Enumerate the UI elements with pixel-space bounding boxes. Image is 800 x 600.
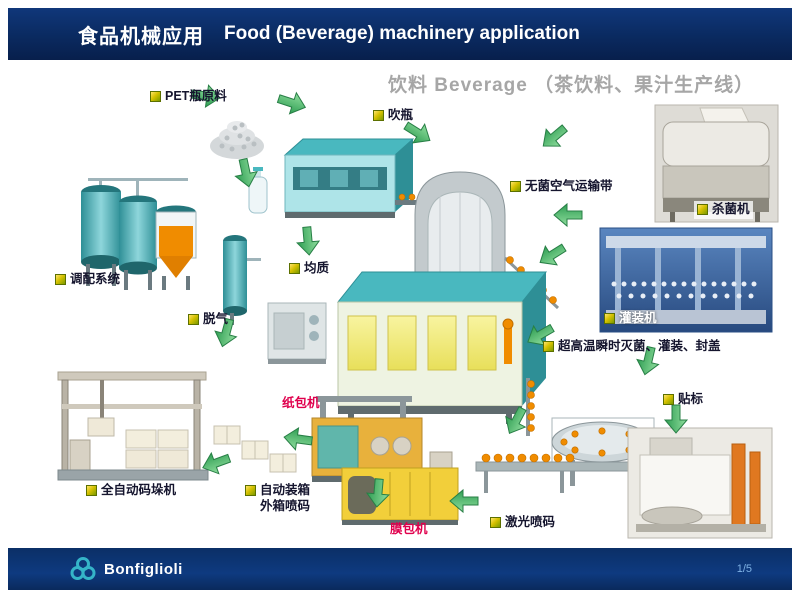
bullet-icon xyxy=(188,314,199,325)
label-carton-packer: 纸包机 xyxy=(282,396,320,410)
page-title-en: Food (Beverage) machinery application xyxy=(224,23,580,44)
brand-name: Bonfiglioli xyxy=(104,560,183,578)
label-pet-material: PET瓶原料 xyxy=(150,89,227,105)
slide-footer: Bonfiglioli 1/5 xyxy=(8,548,792,590)
label-labeling: 贴标 xyxy=(663,392,703,408)
homogenizer-illustration xyxy=(267,302,327,364)
label-blow-molding: 吹瓶 xyxy=(373,108,413,124)
page-title-zh: 食品机械应用 xyxy=(78,25,204,48)
photo-filler xyxy=(599,227,773,333)
bullet-icon xyxy=(697,204,708,215)
label-auto-boxing-coding: 自动装箱 外箱喷码 xyxy=(245,483,310,514)
page-number: 1/5 xyxy=(736,563,752,575)
bullet-icon xyxy=(510,181,521,192)
uht-tunnel-illustration xyxy=(336,271,548,424)
bullet-icon xyxy=(373,110,384,121)
blow-molder-illustration xyxy=(283,138,473,218)
bullet-icon xyxy=(289,263,300,274)
mixing-tanks-illustration xyxy=(81,178,197,290)
photo-labeler xyxy=(627,427,773,539)
bullet-icon xyxy=(245,485,256,496)
film-wrapper-illustration xyxy=(341,451,459,525)
caption-sterilizer: 杀菌机 xyxy=(694,201,753,219)
label-sterile-air-conveyor: 无菌空气运输带 xyxy=(510,179,613,195)
label-uht-filling-capping: 超高温瞬时灭菌、灌装、封盖 xyxy=(543,339,721,355)
bonfiglioli-logo-icon xyxy=(70,557,96,580)
diagram-subtitle: 饮料 Beverage （茶饮料、果汁生产线） xyxy=(388,75,755,96)
label-blending-system: 调配系统 xyxy=(55,272,120,288)
bullet-icon xyxy=(55,274,66,285)
palletizer-illustration xyxy=(57,371,209,481)
pet-pellets-illustration xyxy=(210,121,264,159)
label-degassing: 脱气 xyxy=(188,312,228,328)
slide-header: 食品机械应用 Food (Beverage) machinery applica… xyxy=(8,8,792,60)
label-film-wrapper: 膜包机 xyxy=(390,522,428,536)
bullet-icon xyxy=(663,394,674,405)
pet-bottle-illustration xyxy=(248,167,268,214)
label-palletizer: 全自动码垛机 xyxy=(86,483,176,499)
bullet-icon xyxy=(490,517,501,528)
bullet-icon xyxy=(543,341,554,352)
label-homogenizer: 均质 xyxy=(289,261,329,277)
bullet-icon xyxy=(150,91,161,102)
bullet-icon xyxy=(604,313,615,324)
caption-filler: 灌装机 xyxy=(604,311,657,327)
cartons-illustration xyxy=(213,425,297,473)
label-laser-coder: 激光喷码 xyxy=(490,515,555,531)
exit-bottle-line xyxy=(526,378,535,436)
bullet-icon xyxy=(86,485,97,496)
degasser-illustration xyxy=(223,235,261,325)
